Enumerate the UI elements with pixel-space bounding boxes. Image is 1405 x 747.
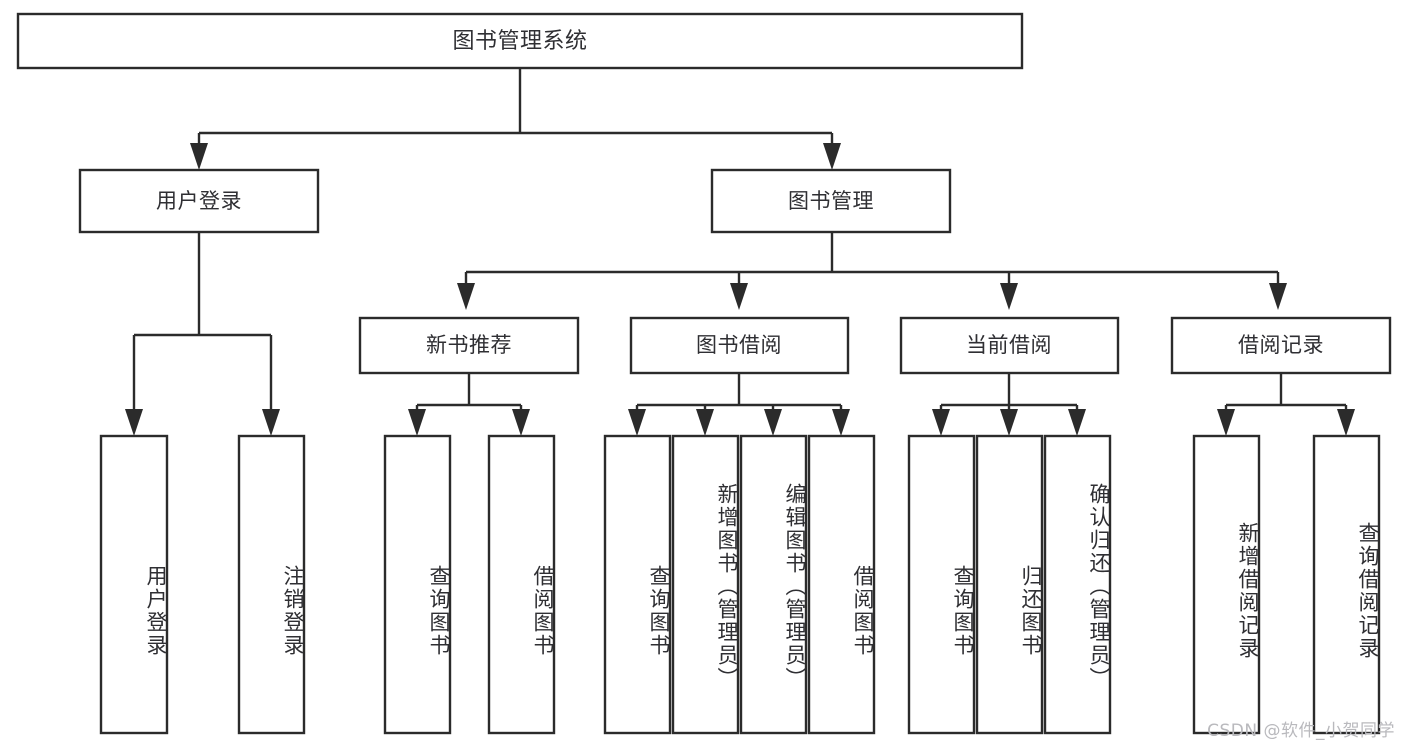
- node-leaf-confirm-return[interactable]: [1043, 434, 1112, 735]
- node-current-borrow-label: 当前借阅: [966, 333, 1052, 357]
- node-leaf-query-book-2[interactable]: [603, 434, 672, 735]
- arrow-head-leaf-user-login: [125, 409, 143, 436]
- arrow-head-leaf-borrow-book-1: [512, 409, 530, 436]
- arrow-head-borrowrecord: [1269, 283, 1287, 310]
- connector-layer: [125, 68, 1355, 436]
- node-leaf-user-login[interactable]: [99, 434, 169, 735]
- node-leaf-query-book-1[interactable]: [383, 434, 452, 735]
- node-root[interactable]: [16, 12, 1024, 70]
- node-current-borrow[interactable]: [899, 316, 1120, 375]
- node-leaf-add-book[interactable]: [671, 434, 740, 735]
- arrow-head-leaf-query-book-2: [628, 409, 646, 436]
- arrow-head-leaf-query-book-1: [408, 409, 426, 436]
- node-leaf-query-record[interactable]: [1312, 434, 1381, 735]
- node-root-label: 图书管理系统: [452, 29, 587, 54]
- arrow-head-leaf-query-record: [1337, 409, 1355, 436]
- node-leaf-add-record[interactable]: [1192, 434, 1261, 735]
- arrow-head-userlogin: [190, 143, 208, 170]
- node-borrow-record[interactable]: [1170, 316, 1392, 375]
- node-leaf-return-book[interactable]: [975, 434, 1044, 735]
- node-leaf-borrow-book-2[interactable]: [807, 434, 876, 735]
- node-new-book-rec-label: 新书推荐: [426, 333, 512, 357]
- node-new-book-rec[interactable]: [358, 316, 580, 375]
- arrow-head-currentborrow: [1000, 283, 1018, 310]
- node-leaf-edit-book[interactable]: [739, 434, 808, 735]
- node-leaf-borrow-book-1[interactable]: [487, 434, 556, 735]
- node-book-borrow-label: 图书借阅: [696, 333, 782, 357]
- arrow-head-leaf-edit-book: [764, 409, 782, 436]
- csdn-watermark: CSDN @软件_小贺同学: [1207, 721, 1395, 741]
- arrow-head-newbookrec: [457, 283, 475, 310]
- arrow-head-leaf-borrow-book-2: [832, 409, 850, 436]
- node-book-borrow[interactable]: [629, 316, 850, 375]
- node-user-login-label: 用户登录: [156, 189, 242, 213]
- arrow-head-leaf-confirm-return: [1068, 409, 1086, 436]
- arrow-head-bookborrow: [730, 283, 748, 310]
- arrow-head-leaf-add-record: [1217, 409, 1235, 436]
- node-user-login[interactable]: [78, 168, 320, 234]
- node-book-manage-label: 图书管理: [788, 189, 874, 213]
- arrow-head-leaf-add-book: [696, 409, 714, 436]
- arrow-head-leaf-user-logout: [262, 409, 280, 436]
- node-borrow-record-label: 借阅记录: [1238, 333, 1324, 357]
- node-leaf-query-book-3[interactable]: [907, 434, 976, 735]
- node-leaf-user-logout[interactable]: [237, 434, 306, 735]
- arrow-head-bookmanage: [823, 143, 841, 170]
- arrow-head-leaf-query-book-3: [932, 409, 950, 436]
- node-layer: 图书管理系统 用户登录 图书管理 新书推荐 图书借阅 当前借阅 借阅记录: [16, 12, 1392, 735]
- arrow-head-leaf-return-book: [1000, 409, 1018, 436]
- node-book-manage[interactable]: [710, 168, 952, 234]
